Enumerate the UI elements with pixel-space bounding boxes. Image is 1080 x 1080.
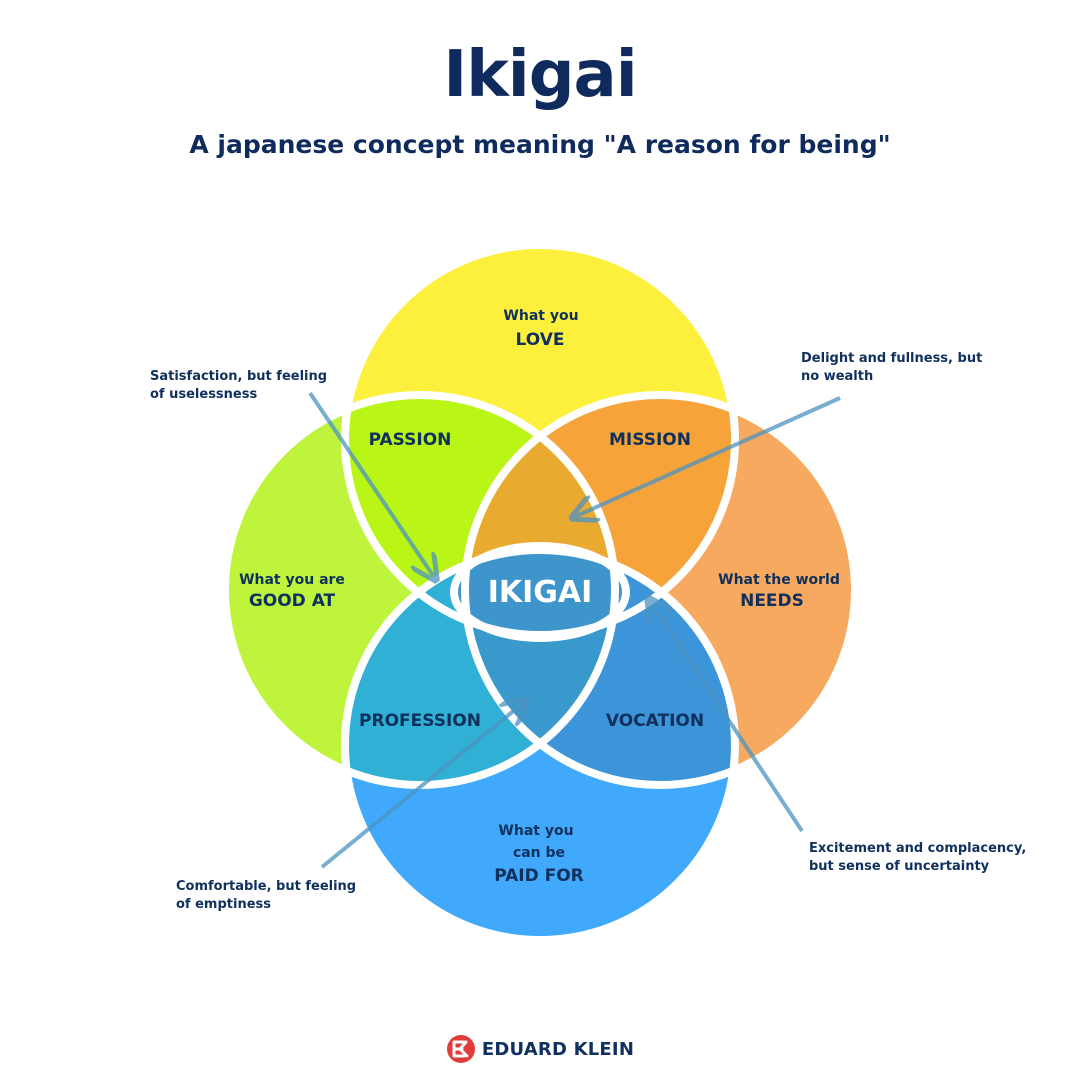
note-mission-line1: Delight and fullness, but [801,351,983,366]
arrow-profession [320,700,527,869]
profession-label: PROFESSION [359,711,481,731]
arrow-vocation [648,598,804,833]
note-mission: Delight and fullness, but no wealth [801,350,982,386]
good-at-label-line1: What you are [239,572,345,588]
passion-label: PASSION [369,430,452,450]
vocation-label: VOCATION [606,711,704,731]
note-vocation: Excitement and complacency, but sense of… [809,840,1026,876]
note-profession: Comfortable, but feeling of emptiness [176,878,356,914]
good-at-label-line2: GOOD AT [249,591,336,611]
good-needs-paid-region [465,550,615,785]
arrow-mission [572,396,841,518]
note-profession-line2: of emptiness [176,897,271,912]
page-subtitle: A japanese concept meaning "A reason for… [189,130,891,159]
note-passion-line1: Satisfaction, but feeling [150,369,328,384]
note-mission-line2: no wealth [801,369,874,384]
ikigai-center [454,546,626,638]
note-passion: Satisfaction, but feeling of uselessness [150,368,327,404]
needs-label-line2: NEEDS [740,591,804,611]
mission-label: MISSION [609,430,691,450]
brand-logo-icon [446,1035,475,1063]
note-vocation-line1: Excitement and complacency, [809,841,1027,856]
love-good-needs-region [465,395,615,635]
ikigai-label: IKIGAI [488,575,593,610]
arrow-passion [308,391,436,580]
paid-for-label-line1: What you [498,823,573,839]
page-title: Ikigai [443,38,637,112]
note-passion-line2: of uselessness [150,387,258,402]
note-profession-line1: Comfortable, but feeling [176,879,357,894]
brand-name: EDUARD KLEIN [481,1038,635,1060]
paid-for-label-line1b: can be [513,845,565,861]
love-label-line2: LOVE [516,330,565,350]
love-label-line1: What you [503,308,578,324]
needs-label-line1: What the world [718,572,840,588]
paid-for-label-line2: PAID FOR [494,866,584,886]
brand: EDUARD KLEIN [0,1034,1080,1064]
note-vocation-line2: but sense of uncertainty [809,859,990,874]
